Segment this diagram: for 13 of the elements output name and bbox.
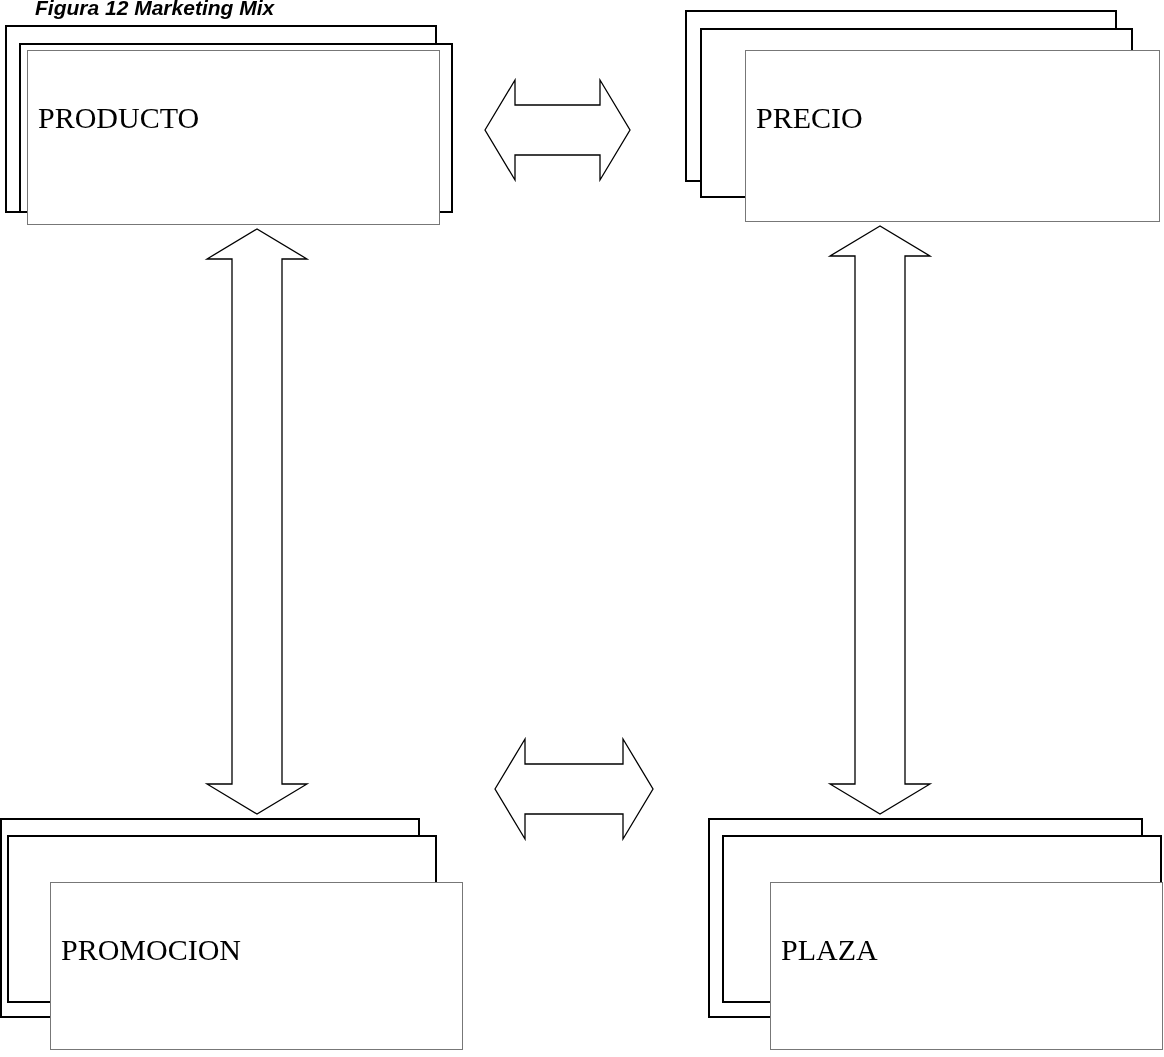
double-block-arrow — [484, 77, 631, 183]
double-block-arrow — [827, 225, 933, 815]
stacked-box — [685, 10, 1160, 222]
box-label: PLAZA — [781, 932, 879, 968]
double-block-arrow — [494, 736, 654, 842]
stacked-box — [0, 818, 463, 1050]
stacked-box — [708, 818, 1163, 1050]
box-label: PROMOCION — [61, 932, 243, 968]
box-label: PRODUCTO — [38, 100, 201, 136]
box-label: PRECIO — [756, 100, 864, 136]
figure-title: Figura 12 Marketing Mix — [35, 0, 275, 18]
stacked-box — [5, 25, 453, 225]
double-block-arrow — [204, 228, 310, 815]
